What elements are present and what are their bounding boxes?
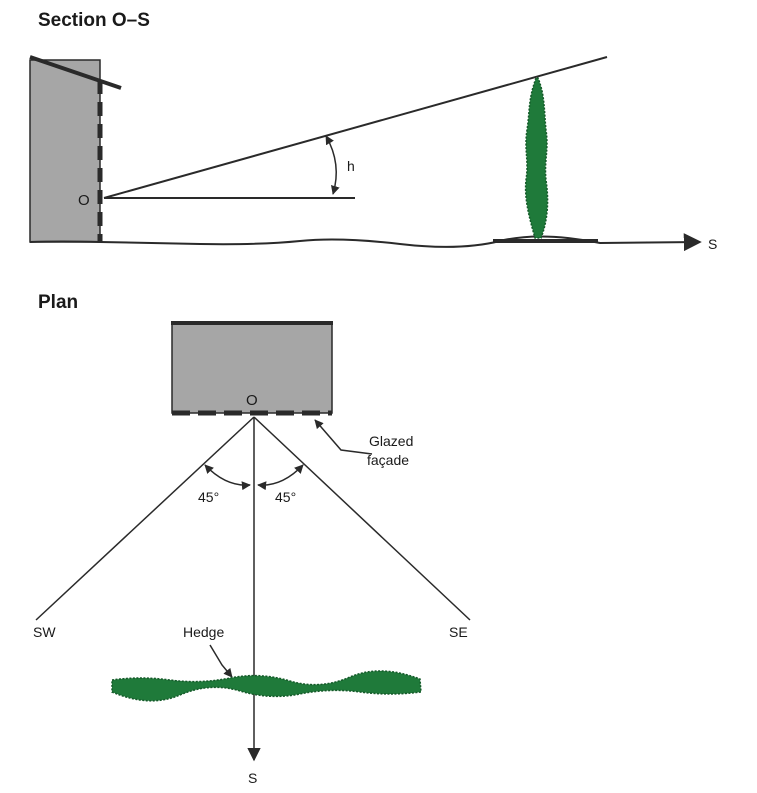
angle-45-left-arc (204, 464, 251, 491)
ground-line (29, 233, 702, 252)
glazed-label-line2: façade (367, 452, 409, 468)
section-hedge-foliage (524, 77, 549, 239)
sw-label: SW (33, 624, 56, 640)
ray-se (253, 416, 471, 621)
angle-h-arc (325, 135, 340, 195)
section-title: Section O–S (38, 10, 150, 31)
ray-sw (35, 416, 255, 621)
angle-45-right-label: 45° (275, 489, 296, 505)
angle-45-right-arc (257, 464, 304, 491)
plan-title: Plan (38, 292, 78, 313)
section-south-label: S (708, 236, 717, 252)
se-label: SE (449, 624, 468, 640)
angle-h-label: h (347, 158, 355, 174)
plan-origin-label: O (246, 392, 258, 409)
plan-building (171, 321, 333, 416)
angle-45-left-label: 45° (198, 489, 219, 505)
plan-hedge-foliage (111, 670, 422, 702)
hedge-pointer (209, 644, 233, 678)
plan-south-label: S (248, 770, 257, 786)
section-building (29, 55, 122, 243)
glazed-label-line1: Glazed (369, 433, 413, 449)
hedge-label: Hedge (183, 624, 224, 640)
glazed-facade-pointer (314, 419, 373, 455)
section-origin-label: O (78, 192, 90, 209)
obstruction-sight-line (103, 56, 608, 199)
